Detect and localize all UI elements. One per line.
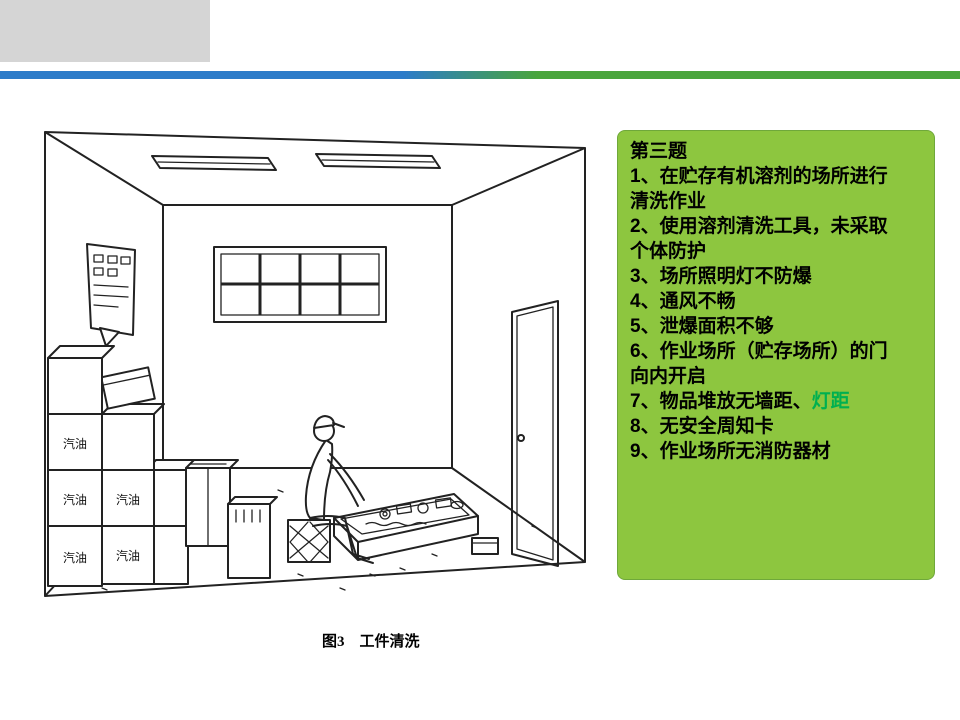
hazard-item-8: 8、无安全周知卡 xyxy=(630,416,774,437)
workshop-illustration: 汽油 汽油 汽油 汽油 汽油 xyxy=(40,122,600,602)
wash-tray xyxy=(333,493,479,561)
hazard-item-7-highlight: 灯距 xyxy=(811,391,850,412)
notice-poster xyxy=(86,243,136,347)
fuel-label: 汽油 xyxy=(63,492,87,507)
panel-title: 第三题 xyxy=(630,141,688,162)
logo-placeholder-block xyxy=(0,0,210,62)
hazard-list-panel: 第三题 1、在贮存有机溶剂的场所进行清洗作业 2、使用溶剂清洗工具，未采取个体防… xyxy=(617,130,935,580)
spare-part-box xyxy=(471,537,499,555)
hazard-item-4: 4、通风不畅 xyxy=(630,291,736,312)
door xyxy=(511,300,559,567)
stool xyxy=(287,519,331,563)
hazard-item-6: 6、作业场所（贮存场所）的门向内开启 xyxy=(630,341,888,387)
fuel-label: 汽油 xyxy=(63,436,87,451)
fuel-label: 汽油 xyxy=(116,548,140,563)
window xyxy=(213,246,387,323)
hazard-item-3: 3、场所照明灯不防爆 xyxy=(630,266,812,287)
worker-cap xyxy=(313,415,335,429)
solvent-can xyxy=(227,496,278,579)
fuel-box-stack: 汽油 汽油 汽油 汽油 汽油 xyxy=(47,345,199,587)
hazard-item-1: 1、在贮存有机溶剂的场所进行清洗作业 xyxy=(630,166,888,212)
figure-caption: 图3 工件清洗 xyxy=(322,634,420,650)
fuel-label: 汽油 xyxy=(63,550,87,565)
open-carton xyxy=(185,459,239,547)
hazard-item-2: 2、使用溶剂清洗工具，未采取个体防护 xyxy=(630,216,888,262)
hazard-item-7-text: 7、物品堆放无墙距、 xyxy=(630,391,812,412)
fuel-label: 汽油 xyxy=(116,492,140,507)
hazard-item-9: 9、作业场所无消防器材 xyxy=(630,441,831,462)
hazard-item-5: 5、泄爆面积不够 xyxy=(630,316,774,337)
ceiling-light-icon xyxy=(315,153,441,169)
ceiling-light-icon xyxy=(151,155,277,171)
divider-stripe xyxy=(0,71,960,79)
workshop-drawing: 汽油 汽油 汽油 汽油 汽油 xyxy=(44,131,586,597)
tilted-box xyxy=(100,366,156,410)
hazard-item-7: 7、物品堆放无墙距、灯距 xyxy=(630,389,900,414)
worker-figure xyxy=(304,415,374,564)
